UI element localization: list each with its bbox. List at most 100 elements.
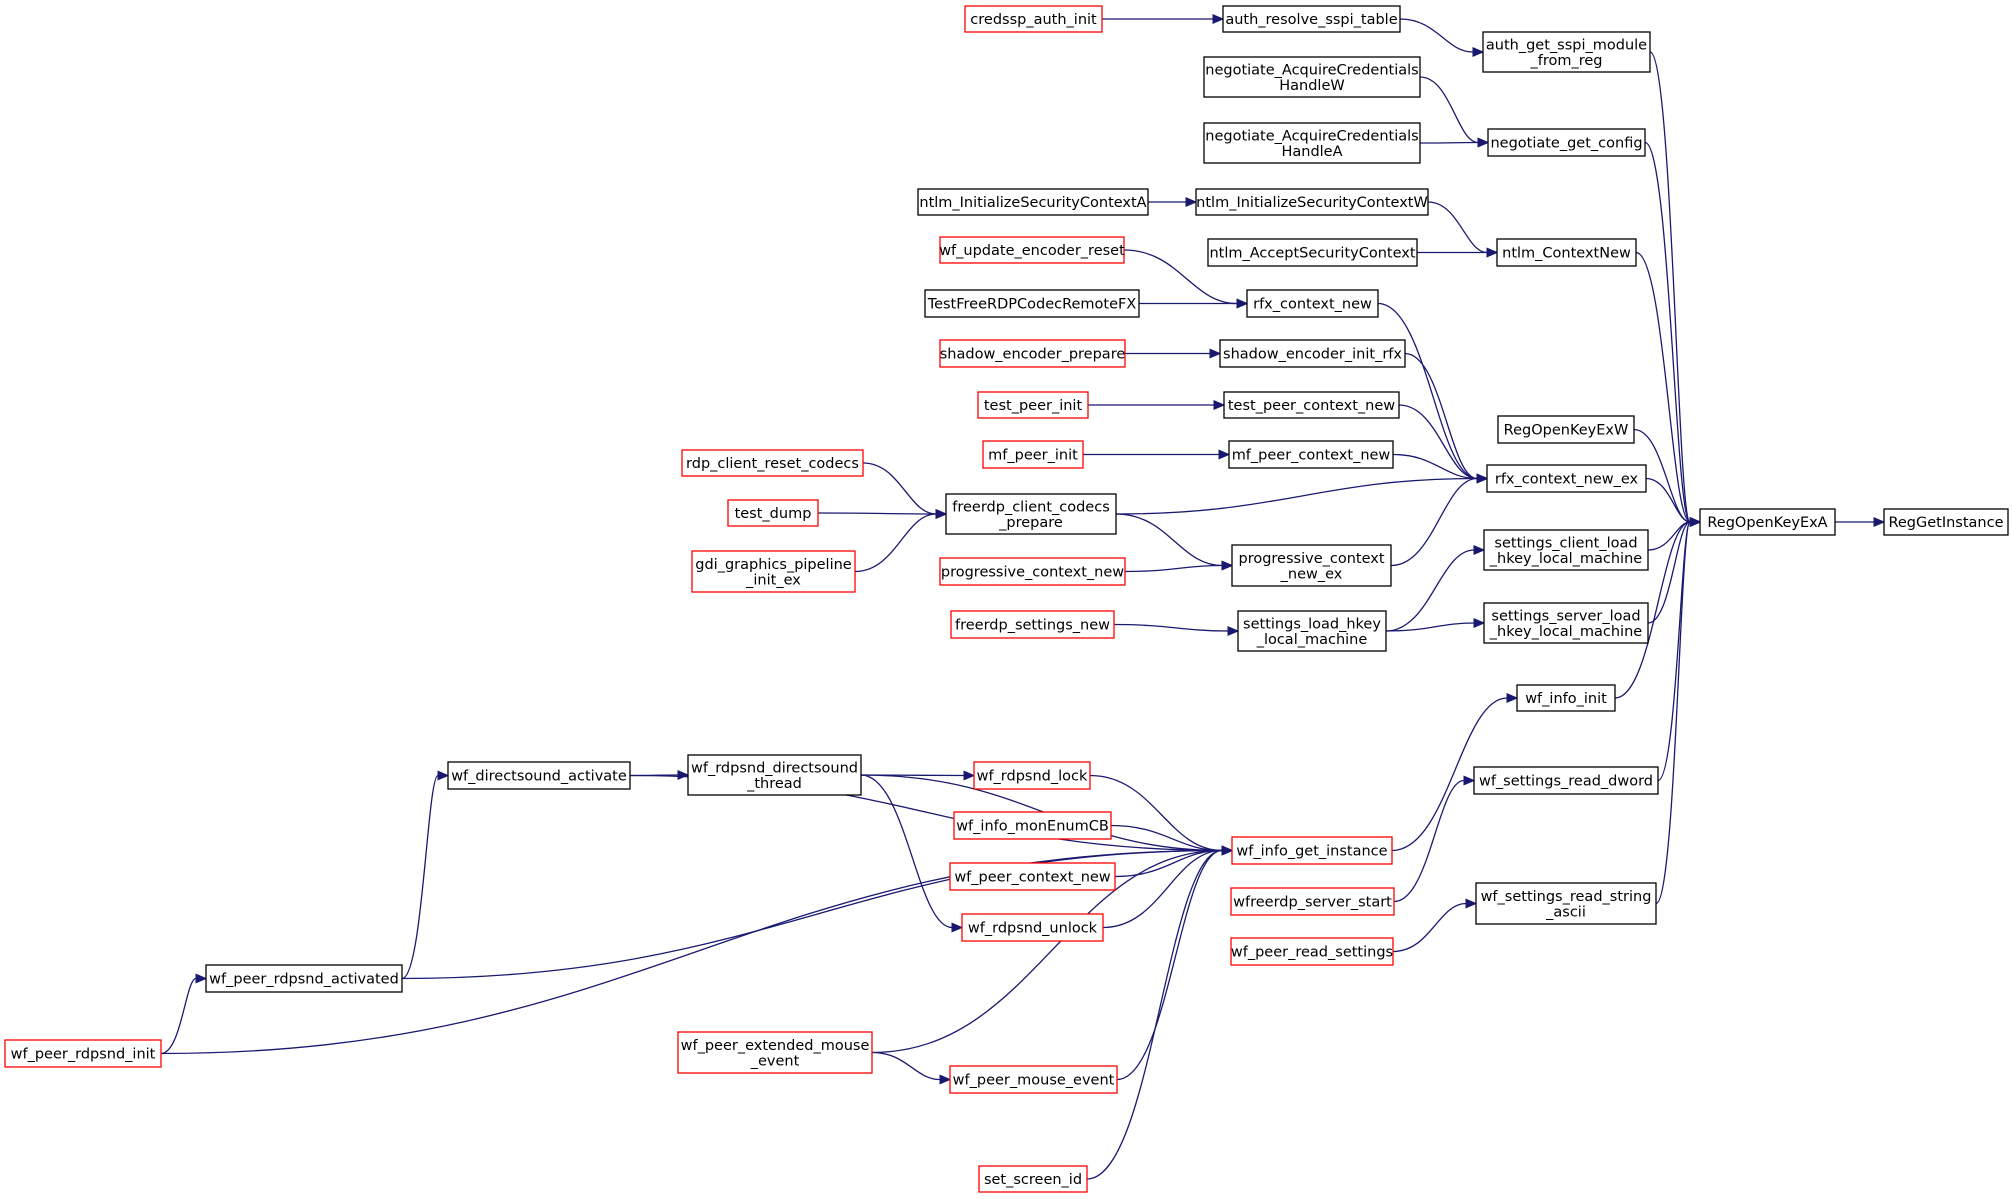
- node-wf-settings-read-string-ascii[interactable]: wf_settings_read_string_ascii: [1475, 882, 1657, 925]
- node-settings-server-load-hkey-local-machine[interactable]: settings_server_load_hkey_local_machine: [1483, 602, 1649, 644]
- node-wf-info-get-instance[interactable]: wf_info_get_instance: [1231, 836, 1393, 865]
- node-shadow-encoder-init-rfx[interactable]: shadow_encoder_init_rfx: [1219, 339, 1406, 368]
- node-test-free-rdpcodec-remote-fx[interactable]: TestFreeRDPCodecRemoteFX: [924, 289, 1140, 318]
- node-reg-open-key-ex-w[interactable]: RegOpenKeyExW: [1497, 415, 1635, 444]
- node-label: credssp_auth_init: [970, 12, 1097, 28]
- node-reg-open-key-ex-a[interactable]: RegOpenKeyExA: [1699, 508, 1836, 536]
- node-settings-load-hkey-local-machine[interactable]: settings_load_hkey_local_machine: [1237, 610, 1387, 652]
- edge-line: [1644, 141, 1691, 523]
- node-auth-resolve-sspi-table[interactable]: auth_resolve_sspi_table: [1222, 5, 1401, 33]
- edge-shadow-encoder-init-rfx-to-rfx-context-new-ex: [1404, 352, 1489, 484]
- node-wf-peer-rdpsnd-activated[interactable]: wf_peer_rdpsnd_activated: [205, 964, 403, 993]
- node-ntlm-initialize-security-context-a[interactable]: ntlm_InitializeSecurityContextA: [917, 188, 1149, 216]
- node-wf-peer-extended-mouse-event[interactable]: wf_peer_extended_mouse_event: [677, 1031, 873, 1074]
- node-freerdp-settings-new[interactable]: freerdp_settings_new: [950, 610, 1115, 639]
- node-rfx-context-new[interactable]: rfx_context_new: [1246, 289, 1379, 318]
- arrowhead-icon: [1221, 560, 1234, 571]
- node-test-peer-context-new[interactable]: test_peer_context_new: [1223, 391, 1400, 419]
- node-wf-rdpsnd-directsound-thread[interactable]: wf_rdpsnd_directsound_thread: [687, 754, 862, 796]
- node-ntlm-initialize-security-context-w[interactable]: ntlm_InitializeSecurityContextW: [1195, 188, 1429, 216]
- node-label: wf_peer_rdpsnd_init: [11, 1047, 156, 1063]
- node-ntlm-accept-security-context[interactable]: ntlm_AcceptSecurityContext: [1207, 238, 1418, 267]
- node-shadow-encoder-prepare[interactable]: shadow_encoder_prepare: [939, 339, 1126, 368]
- node-ntlm-context-new[interactable]: ntlm_ContextNew: [1496, 238, 1637, 267]
- edge-line: [1115, 513, 1223, 567]
- arrowhead-icon: [1873, 517, 1886, 527]
- node-progressive-context-new-ex[interactable]: progressive_context_new_ex: [1231, 544, 1392, 587]
- node-rdp-client-reset-codecs[interactable]: rdp_client_reset_codecs: [681, 449, 864, 477]
- node-wf-rdpsnd-unlock[interactable]: wf_rdpsnd_unlock: [961, 913, 1104, 942]
- node-wf-peer-mouse-event[interactable]: wf_peer_mouse_event: [949, 1065, 1118, 1094]
- node-label: wf_rdpsnd_unlock: [968, 921, 1098, 937]
- edge-line: [1614, 521, 1691, 699]
- edge-line: [1655, 521, 1691, 905]
- node-wf-settings-read-dword[interactable]: wf_settings_read_dword: [1473, 766, 1659, 795]
- node-reg-get-instance[interactable]: RegGetInstance: [1883, 508, 2009, 536]
- node-label: auth_resolve_sspi_table: [1225, 12, 1397, 28]
- node-wf-directsound-activate[interactable]: wf_directsound_activate: [447, 761, 631, 790]
- node-box: [924, 289, 1140, 318]
- node-label: wf_rdpsnd_lock: [977, 769, 1088, 785]
- node-auth-get-sspi-module-from-reg[interactable]: auth_get_sspi_module_from_reg: [1482, 31, 1651, 73]
- node-wf-peer-read-settings[interactable]: wf_peer_read_settings: [1230, 937, 1394, 966]
- node-rfx-context-new-ex[interactable]: rfx_context_new_ex: [1486, 464, 1647, 493]
- node-label: progressive_context_new: [941, 565, 1124, 581]
- edge-test-peer-init-to-test-peer-context-new: [1088, 400, 1226, 410]
- node-label: _init_ex: [745, 572, 801, 588]
- edge-settings-load-hkey-local-machine-to-settings-client-load-hkey-local-machine: [1385, 545, 1486, 632]
- node-wf-peer-context-new[interactable]: wf_peer_context_new: [949, 862, 1116, 891]
- edge-line: [1116, 849, 1223, 1081]
- node-label: _thread: [746, 776, 802, 792]
- node-label: RegOpenKeyExW: [1504, 423, 1629, 439]
- node-freerdp-client-codecs-prepare[interactable]: freerdp_client_codecs_prepare: [945, 493, 1117, 535]
- node-box: [973, 761, 1091, 790]
- node-credssp-auth-init[interactable]: credssp_auth_init: [964, 5, 1103, 33]
- node-box: [950, 610, 1115, 639]
- edge-negotiate-acquire-credentials-handle-w-to-negotiate-get-config: [1419, 76, 1490, 148]
- edge-line: [1419, 141, 1479, 144]
- edge-negotiate-acquire-credentials-handle-a-to-negotiate-get-config: [1419, 137, 1490, 148]
- node-box: [1482, 31, 1651, 73]
- arrowhead-icon: [1213, 400, 1226, 410]
- node-test-peer-init[interactable]: test_peer_init: [977, 391, 1089, 419]
- node-wf-rdpsnd-lock[interactable]: wf_rdpsnd_lock: [973, 761, 1091, 790]
- node-label: _hkey_local_machine: [1489, 551, 1642, 567]
- arrowhead-icon: [1473, 618, 1486, 628]
- node-box: [1486, 464, 1647, 493]
- node-wf-info-init[interactable]: wf_info_init: [1516, 684, 1616, 712]
- node-negotiate-get-config[interactable]: negotiate_get_config: [1487, 128, 1646, 157]
- edge-progressive-context-new-to-progressive-context-new-ex: [1124, 560, 1234, 573]
- node-box: [1195, 188, 1429, 216]
- node-settings-client-load-hkey-local-machine[interactable]: settings_client_load_hkey_local_machine: [1483, 529, 1649, 571]
- node-label: test_dump: [735, 506, 812, 522]
- edge-wf-peer-rdpsnd-init-to-wf-peer-rdpsnd-activated: [160, 973, 208, 1055]
- edge-freerdp-client-codecs-prepare-to-progressive-context-new-ex: [1115, 513, 1234, 571]
- node-test-dump[interactable]: test_dump: [727, 499, 819, 527]
- node-label: ntlm_InitializeSecurityContextA: [919, 195, 1146, 211]
- node-progressive-context-new[interactable]: progressive_context_new: [939, 557, 1126, 586]
- node-wfreerdp-server-start[interactable]: wfreerdp_server_start: [1230, 887, 1395, 916]
- node-box: [939, 339, 1126, 368]
- node-box: [1497, 415, 1635, 444]
- node-mf-peer-init[interactable]: mf_peer_init: [982, 440, 1084, 469]
- edge-gdi-graphics-pipeline-init-ex-to-freerdp-client-codecs-prepare: [854, 509, 948, 573]
- node-box: [1231, 836, 1393, 865]
- node-box: [949, 862, 1116, 891]
- node-wf-update-encoder-reset[interactable]: wf_update_encoder_reset: [939, 236, 1125, 264]
- node-box: [687, 754, 862, 796]
- node-set-screen-id[interactable]: set_screen_id: [978, 1165, 1088, 1193]
- node-mf-peer-context-new[interactable]: mf_peer_context_new: [1228, 440, 1394, 469]
- edge-line: [1124, 564, 1223, 573]
- node-wf-peer-rdpsnd-init[interactable]: wf_peer_rdpsnd_init: [4, 1039, 162, 1068]
- node-label: TestFreeRDPCodecRemoteFX: [927, 297, 1137, 313]
- node-wf-info-mon-enum-cb[interactable]: wf_info_monEnumCB: [953, 811, 1112, 840]
- edge-wf-settings-read-string-ascii-to-reg-open-key-ex-a: [1655, 517, 1702, 905]
- arrowhead-icon: [1506, 693, 1519, 703]
- node-gdi-graphics-pipeline-init-ex[interactable]: gdi_graphics_pipeline_init_ex: [691, 550, 856, 593]
- arrowhead-icon: [1221, 845, 1234, 856]
- node-label: wf_peer_read_settings: [1231, 945, 1393, 961]
- arrowhead-icon: [939, 1074, 952, 1085]
- node-label: _from_reg: [1529, 53, 1602, 69]
